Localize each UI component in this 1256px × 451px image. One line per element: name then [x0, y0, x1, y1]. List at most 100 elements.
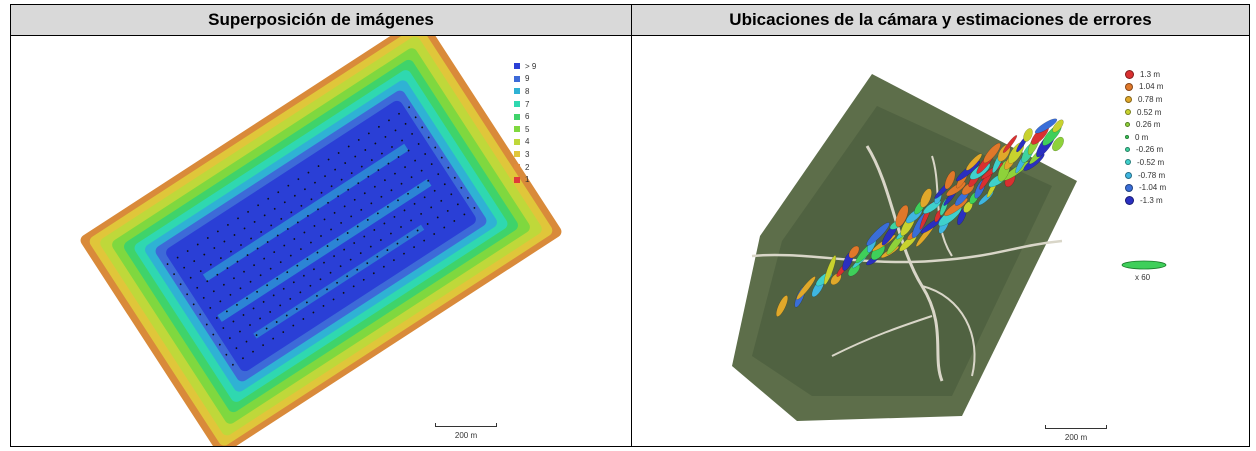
camera-dot [270, 224, 273, 227]
camera-dot [242, 314, 245, 316]
camera-dot [376, 212, 379, 215]
camera-dot [247, 210, 249, 213]
camera-dot [404, 122, 407, 125]
camera-error-ellipses [775, 118, 1064, 317]
error-legend-swatch [1125, 82, 1133, 91]
overlap-legend-label: 8 [525, 86, 530, 96]
camera-dot [376, 255, 379, 258]
camera-dot [193, 260, 196, 263]
camera-dot [229, 337, 231, 339]
camera-dot [206, 280, 209, 283]
camera-dot [265, 327, 268, 330]
camera-dot [316, 251, 319, 254]
error-legend-label: 1.3 m [1140, 69, 1161, 79]
camera-dot [215, 317, 218, 319]
camera-dot [437, 173, 440, 176]
camera-dot [179, 283, 182, 286]
camera-dot [336, 238, 339, 241]
camera-dot [275, 321, 278, 323]
camera-dot [430, 206, 433, 209]
overlap-legend-label: 2 [525, 162, 530, 172]
overlap-legend-item: 9 [514, 73, 536, 86]
camera-dot [249, 324, 251, 326]
camera-dot [256, 247, 259, 250]
camera-dot [316, 294, 318, 297]
camera-dot [413, 202, 416, 205]
error-legend-label: 0 m [1135, 132, 1149, 142]
camera-dot [388, 119, 390, 122]
camera-dot [219, 300, 222, 303]
overlap-legend-item: 5 [514, 123, 536, 136]
camera-dot [216, 273, 219, 276]
camera-dot [242, 357, 244, 360]
camera-dot [317, 208, 319, 211]
camera-dot [433, 189, 436, 192]
camera-dot [404, 166, 406, 169]
road [921, 285, 976, 377]
camera-dot [446, 209, 449, 212]
camera-dot [255, 334, 258, 336]
camera-dot [380, 195, 383, 198]
camera-dot [320, 191, 323, 194]
camera-error-ellipse [796, 276, 816, 300]
camera-dot [403, 252, 405, 255]
overlap-legend-label: 7 [525, 99, 530, 109]
camera-dot [400, 182, 403, 185]
camera-dot [259, 317, 261, 320]
overlap-legend-swatch [514, 176, 520, 183]
camera-dot [243, 270, 245, 273]
camera-errors-column: Ubicaciones de la cámara y estimaciones … [632, 5, 1249, 446]
camera-dot [246, 254, 249, 256]
camera-dot [343, 205, 346, 208]
camera-dot [382, 265, 385, 268]
camera-dot [423, 239, 426, 242]
camera-dot [397, 156, 400, 158]
camera-dot [417, 186, 420, 189]
error-legend-label: -1.3 m [1140, 195, 1163, 205]
camera-dot [364, 149, 367, 151]
camera-dot [293, 194, 296, 197]
error-legend-label: 0.52 m [1137, 107, 1162, 117]
overlap-legend-swatch [514, 88, 520, 95]
camera-dot [272, 337, 275, 340]
camera-dot [286, 271, 289, 274]
camera-dot [236, 260, 239, 263]
camera-dot [414, 116, 417, 119]
camera-dot [212, 333, 215, 336]
camera-dot [320, 235, 322, 237]
overlap-stripe [253, 224, 425, 339]
error-legend-item: 1.3 m [1125, 68, 1166, 81]
camera-dot [340, 222, 343, 224]
camera-dot [336, 281, 338, 284]
camera-dot [243, 227, 246, 230]
camera-dot [233, 277, 235, 280]
error-legend-label: -0.26 m [1136, 145, 1164, 155]
error-legend-swatch [1125, 135, 1129, 140]
camera-dot [420, 169, 423, 172]
camera-dot [312, 311, 315, 314]
camera-dot [297, 178, 300, 181]
camera-dot [269, 267, 272, 270]
overlap-legend-label: 6 [525, 112, 530, 122]
error-legend-item: 0.52 m [1125, 106, 1166, 119]
overlap-legend-item: > 9 [514, 60, 536, 73]
camera-dot [262, 344, 265, 347]
error-legend-item: -0.52 m [1125, 156, 1166, 169]
camera-dot [166, 263, 169, 266]
overlap-legend-label: 4 [525, 137, 530, 147]
camera-dot [199, 270, 202, 273]
camera-dot [202, 296, 205, 299]
camera-dot [323, 261, 325, 264]
error-legend-swatch [1125, 95, 1132, 103]
camera-dot [276, 234, 279, 237]
camera-dot [199, 313, 202, 316]
camera-dot [440, 199, 443, 202]
camera-dot [310, 198, 313, 201]
camera-dot [330, 185, 333, 188]
camera-dot [381, 152, 383, 155]
camera-dot [304, 188, 306, 191]
overlap-legend-item: 7 [514, 98, 536, 111]
camera-dot [203, 253, 206, 256]
report-table: Superposición de imágenes [10, 4, 1250, 447]
